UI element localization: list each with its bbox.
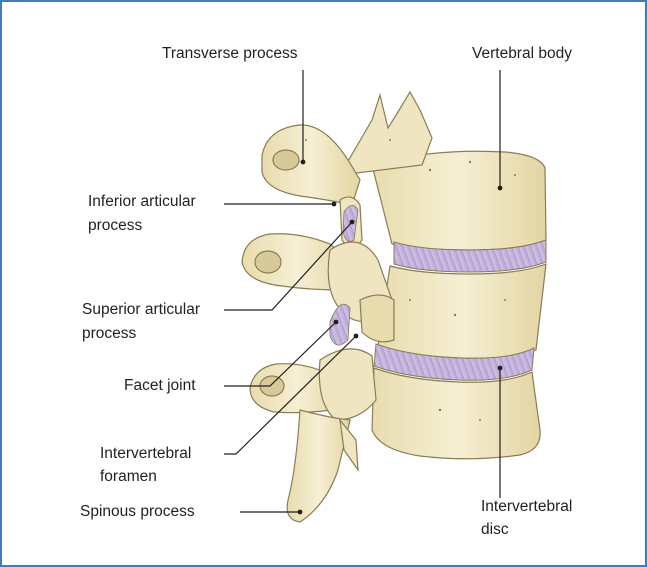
label-superior-articular-line2: process <box>82 324 136 344</box>
label-superior-articular-line1: Superior articular <box>82 300 200 320</box>
label-vertebral-body: Vertebral body <box>472 44 572 64</box>
vertebra-upper <box>262 92 546 250</box>
label-intervertebral-disc-line2: disc <box>481 520 509 540</box>
vertebral-body-lower <box>372 368 540 459</box>
label-intervertebral-disc-line1: Intervertebral <box>481 497 572 517</box>
superior-spike-upper <box>340 92 432 175</box>
pedicle-middle <box>360 295 394 342</box>
label-transverse-process: Transverse process <box>162 44 298 64</box>
lamina-lower <box>319 349 376 420</box>
label-inferior-articular-line2: process <box>88 216 142 236</box>
label-intervertebral-foramen-line2: foramen <box>100 467 157 487</box>
label-intervertebral-foramen-line1: Intervertebral <box>100 444 191 464</box>
vertebral-body-middle <box>378 264 546 358</box>
label-facet-joint: Facet joint <box>124 376 196 396</box>
label-inferior-articular-line1: Inferior articular <box>88 192 196 212</box>
label-spinous-process: Spinous process <box>80 502 195 522</box>
